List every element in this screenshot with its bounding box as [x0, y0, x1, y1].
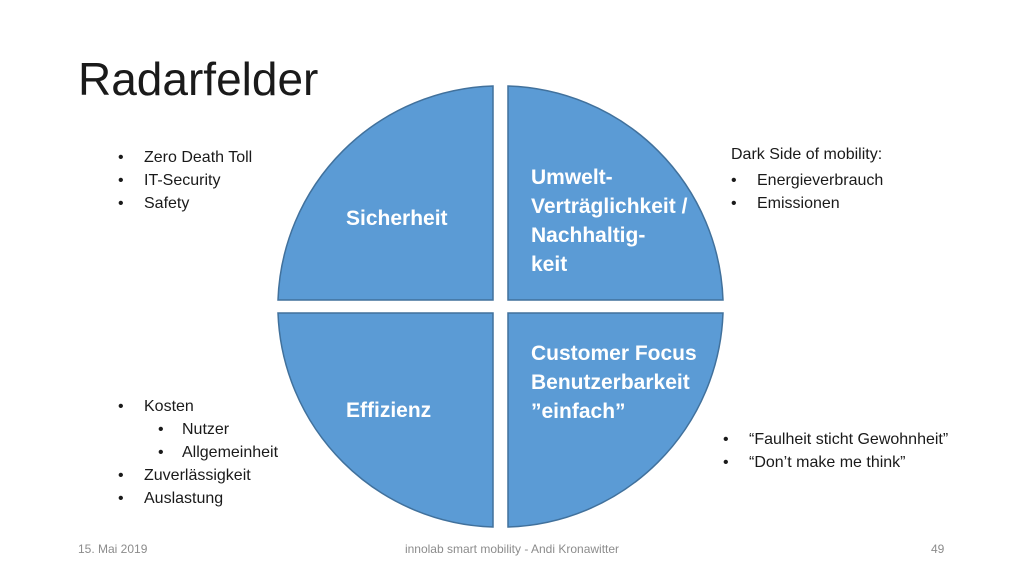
notes-heading-dark-side: Dark Side of mobility: [731, 146, 883, 163]
quadrant-label-effizienz: Effizienz [346, 399, 432, 422]
list-item: “Don’t make me think” [723, 451, 948, 474]
list-item: Kosten [118, 395, 278, 418]
quadrant-label-umwelt: Umwelt- Verträglichkeit / Nachhaltig- ke… [531, 166, 688, 276]
quadrant-top-right [507, 85, 724, 301]
list-subitem: Nutzer [118, 418, 278, 441]
quadrant-bottom-left [277, 312, 494, 528]
quadrant-top-left [277, 85, 494, 301]
footer-date: 15. Mai 2019 [78, 542, 148, 556]
list-item: Zero Death Toll [118, 146, 252, 169]
notes-sicherheit: Zero Death Toll IT-Security Safety [118, 146, 252, 215]
list-subitem: Allgemeinheit [118, 441, 278, 464]
slide-title: Radarfelder [78, 53, 319, 105]
list-item: Energieverbrauch [731, 169, 883, 192]
notes-customer-focus: “Faulheit sticht Gewohnheit” “Don’t make… [723, 428, 948, 474]
quadrant-label-sicherheit: Sicherheit [346, 207, 448, 230]
list-item: IT-Security [118, 169, 252, 192]
list-item: Auslastung [118, 487, 278, 510]
list-item: Zuverlässigkeit [118, 464, 278, 487]
quadrant-bottom-right [507, 312, 724, 528]
list-item: Safety [118, 192, 252, 215]
list-item: Emissionen [731, 192, 883, 215]
notes-umwelt: Energieverbrauch Emissionen [731, 169, 883, 215]
list-item: “Faulheit sticht Gewohnheit” [723, 428, 948, 451]
quadrant-label-customer-focus: Customer Focus Benutzerbarkeit ”einfach” [531, 342, 697, 423]
notes-effizienz: Kosten Nutzer Allgemeinheit Zuverlässigk… [118, 395, 278, 510]
footer-center-text: innolab smart mobility - Andi Kronawitte… [404, 542, 620, 556]
page-number: 49 [931, 542, 945, 556]
